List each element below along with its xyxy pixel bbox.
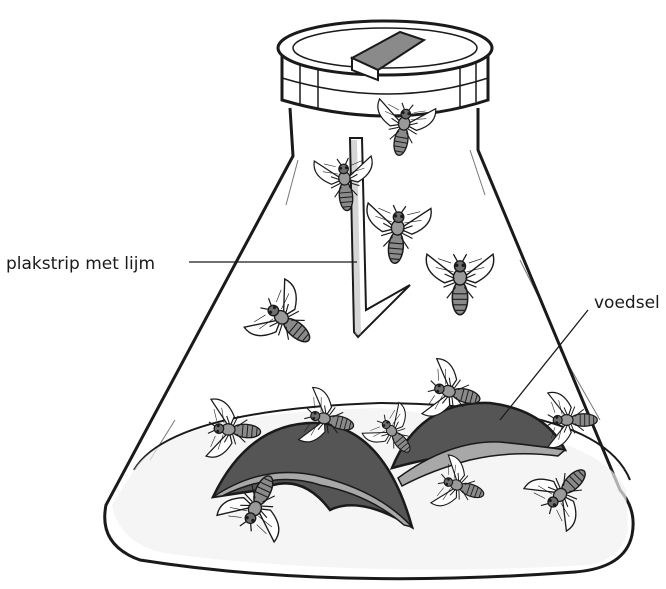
flask-lid — [278, 21, 492, 116]
sticky-strip-label: plakstrip met lijm — [6, 254, 155, 274]
food-label: voedsel — [594, 293, 660, 313]
food-leader-line — [500, 310, 588, 420]
